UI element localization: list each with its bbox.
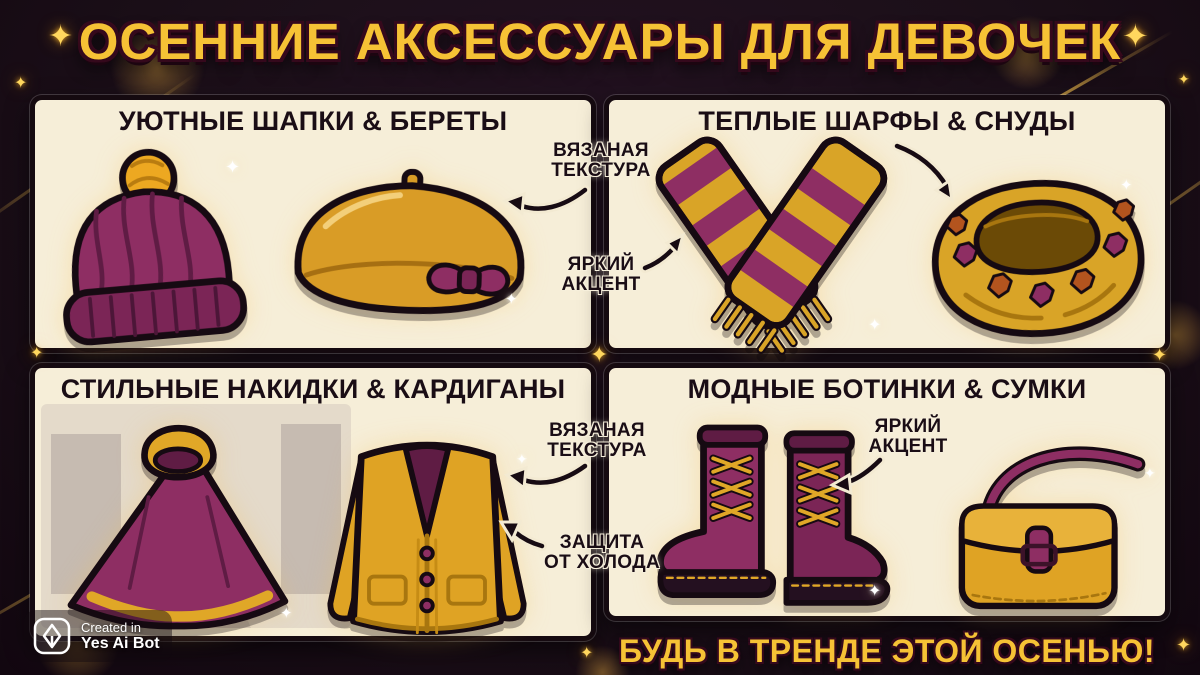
annotation-scarf-accent: ЯРКИЙ АКЦЕНТ	[543, 254, 659, 296]
knit-hat-icon	[63, 148, 248, 346]
annotation-line: ТЕКСТУРА	[547, 440, 647, 462]
annotation-boots-accent: ЯРКИЙ АКЦЕНТ	[852, 416, 964, 458]
beret-illustration	[278, 156, 542, 343]
annotation-line: ЗАЩИТА	[559, 532, 645, 553]
annotation-line: ВЯЗАНАЯ	[553, 140, 649, 161]
bag-illustration	[931, 426, 1149, 626]
annotation-cardigan-texture: ВЯЗАНАЯ ТЕКСТУРА	[532, 420, 662, 462]
striped-scarf-illustration	[637, 136, 902, 363]
sparkle-icon: ✦	[1176, 635, 1192, 655]
boots-illustration	[645, 414, 897, 626]
panel-scarves-title: ТЕПЛЫЕ ШАРФЫ & СНУДЫ	[698, 106, 1076, 136]
footer-banner: БУДЬ В ТРЕНДЕ ЭТОЙ ОСЕНЬЮ!	[619, 633, 1155, 669]
annotation-line: ВЯЗАНАЯ	[549, 420, 645, 441]
annotation-line: ТЕКСТУРА	[551, 160, 651, 182]
bag-icon	[958, 446, 1146, 610]
panel-scarves: ТЕПЛЫЕ ШАРФЫ & СНУДЫ	[604, 95, 1170, 355]
annotation-line: АКЦЕНТ	[561, 274, 641, 296]
watermark-line1: Created in	[81, 619, 141, 635]
scarf-fringe	[710, 295, 779, 354]
glint-icon: ✦	[1144, 465, 1156, 481]
annotation-cardigan-warmth: ЗАЩИТА ОТ ХОЛОДА	[538, 532, 666, 574]
watermark-text: Created in Yes Ai Bot	[81, 620, 160, 653]
watermark: Created in Yes Ai Bot	[24, 610, 172, 662]
snood-icon	[931, 179, 1145, 337]
panel-capes-title: СТИЛЬНЫЕ НАКИДКИ & КАРДИГАНЫ	[60, 374, 566, 404]
glint-icon: ✦	[868, 583, 882, 600]
glint-icon: ✦	[1120, 177, 1133, 194]
poster-title: ОСЕННИЕ АКСЕССУАРЫ ДЛЯ ДЕВОЧЕК	[78, 13, 1122, 70]
glint-icon: ✦	[868, 317, 882, 334]
knit-hat-illustration	[36, 135, 258, 357]
annotation-line: АКЦЕНТ	[868, 436, 948, 458]
sparkle-icon: ✦	[580, 645, 594, 662]
annotation-line: ОТ ХОЛОДА	[544, 552, 660, 574]
glint-icon: ✦	[505, 291, 518, 308]
glint-icon: ✦	[225, 157, 241, 177]
sparkle-icon: ✦	[1122, 18, 1149, 54]
sparkle-icon: ✦	[1152, 345, 1168, 365]
annotation-line: ЯРКИЙ	[567, 254, 635, 275]
snood-illustration	[922, 162, 1153, 351]
panel-shoes-title: МОДНЫЕ БОТИНКИ & СУМКИ	[687, 374, 1087, 404]
poncho-icon	[67, 424, 289, 630]
panel-shoes: МОДНЫЕ БОТИНКИ & СУМКИ	[604, 363, 1170, 621]
glint-icon: ✦	[516, 451, 528, 467]
boots-icon	[657, 424, 891, 606]
panel-hats-title: УЮТНЫЕ ШАПКИ & БЕРЕТЫ	[118, 106, 508, 136]
bokeh-glow	[990, 15, 1065, 90]
sparkle-icon: ✦	[1178, 71, 1190, 87]
striped-scarf-icon	[655, 136, 888, 355]
sparkle-icon: ✦	[14, 75, 28, 92]
yes-ai-bot-logo-icon	[33, 617, 71, 655]
beret-icon	[294, 168, 525, 315]
cardigan-icon	[327, 441, 527, 635]
annotation-hat-texture: ВЯЗАНАЯ ТЕКСТУРА	[536, 140, 666, 182]
sparkle-icon: ✦	[590, 342, 609, 367]
cardigan-illustration	[311, 414, 543, 656]
panel-hats: УЮТНЫЕ ШАПКИ & БЕРЕТЫ	[30, 95, 596, 353]
sparkle-icon: ✦	[30, 345, 44, 362]
poncho-illustration	[51, 410, 303, 642]
annotation-line: ЯРКИЙ	[874, 416, 942, 437]
sparkle-icon: ✦	[48, 20, 74, 53]
watermark-line2: Yes Ai Bot	[81, 634, 160, 652]
glint-icon: ✦	[280, 605, 293, 622]
panel-capes: СТИЛЬНЫЕ НАКИДКИ & КАРДИГАНЫ	[30, 363, 596, 641]
